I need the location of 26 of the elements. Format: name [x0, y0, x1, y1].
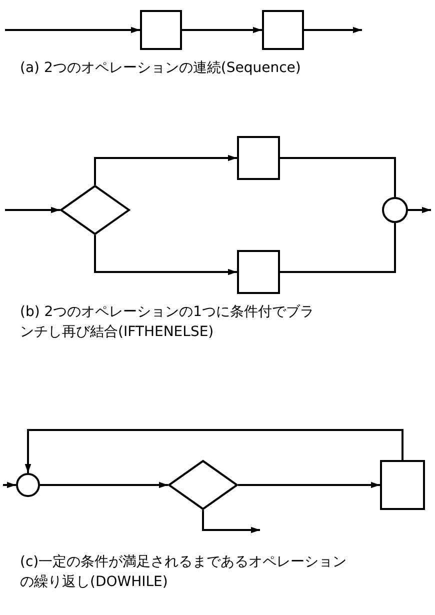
arrow	[94, 154, 237, 185]
arrow	[24, 429, 404, 473]
connector-line	[280, 157, 396, 197]
process-box	[380, 460, 425, 510]
decision-diamond	[168, 460, 238, 510]
caption: (b) 2つのオペレーションの1つに条件付でブランチし再び結合(IFTHENELSE)	[20, 303, 316, 342]
arrow	[202, 510, 260, 534]
arrow	[182, 26, 262, 34]
caption: (c)一定の条件が満足されるまであるオペレーションの繰り返し(DOWHILE)	[20, 553, 348, 592]
arrow	[408, 206, 431, 214]
process-box	[237, 136, 280, 180]
process-box	[140, 10, 182, 50]
decision-diamond	[60, 185, 130, 235]
junction-circle	[382, 197, 408, 223]
connector-line	[280, 223, 396, 273]
caption: (a) 2つのオペレーションの連続(Sequence)	[20, 59, 302, 78]
arrow	[238, 482, 380, 488]
arrow	[5, 206, 60, 214]
arrow	[94, 235, 237, 276]
arrow	[5, 26, 140, 34]
arrow	[40, 482, 168, 488]
process-box	[262, 10, 304, 50]
arrow	[3, 482, 16, 488]
junction-circle	[16, 473, 40, 497]
process-box	[237, 250, 280, 294]
arrow	[304, 26, 362, 34]
